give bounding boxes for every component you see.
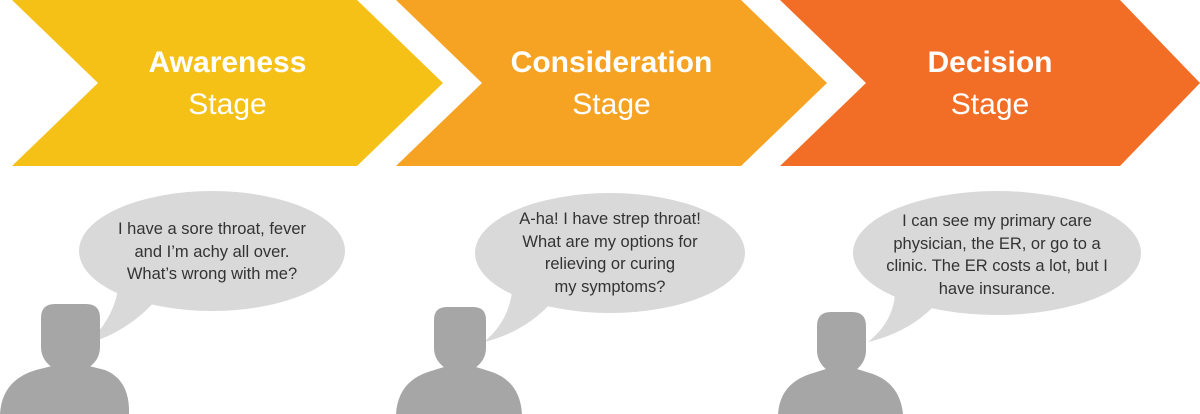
quote-line: What’s wrong with me?: [126, 265, 298, 283]
awareness-chevron-shape: [12, 0, 443, 166]
quote-line: have insurance.: [938, 279, 1056, 298]
person-icon: [778, 312, 903, 414]
quote-line: relieving or curing: [544, 255, 676, 273]
speech-bubble-awareness: [79, 191, 345, 344]
awareness-title: Awareness: [148, 46, 307, 79]
stage-decision: Decision Stage: [780, 0, 1200, 166]
stage-awareness: Awareness Stage: [12, 0, 443, 166]
quote-line: I can see my primary care: [902, 212, 1092, 230]
quote-awareness: I have a sore throat, fever and I’m achy…: [104, 218, 320, 286]
decision-title: Decision: [927, 46, 1053, 79]
consideration-chevron-shape: [396, 0, 827, 166]
person-icon: [0, 304, 130, 414]
quote-consideration: A-ha! I have strep throat! What are my o…: [500, 208, 720, 298]
quote-line: A-ha! I have strep throat!: [519, 210, 701, 228]
consideration-subtitle: Stage: [572, 88, 651, 121]
consideration-title: Consideration: [510, 46, 713, 79]
speech-bubble-decision: [853, 191, 1141, 342]
quote-line: clinic. The ER costs a lot, but I: [886, 257, 1108, 275]
quote-line: What are my options for: [522, 232, 698, 251]
decision-chevron-shape: [780, 0, 1200, 166]
decision-subtitle: Stage: [950, 88, 1030, 121]
quote-line: my symptoms?: [554, 277, 666, 296]
awareness-subtitle: Stage: [188, 88, 267, 121]
quote-line: and I’m achy all over.: [134, 242, 290, 261]
quote-line: physician, the ER, or go to a: [893, 234, 1101, 253]
quote-line: I have a sore throat, fever: [117, 220, 307, 238]
stage-consideration: Consideration Stage: [396, 0, 827, 166]
speech-bubble-consideration: [475, 193, 745, 342]
person-icon: [396, 307, 522, 414]
quote-decision: I can see my primary care physician, the…: [872, 210, 1122, 300]
